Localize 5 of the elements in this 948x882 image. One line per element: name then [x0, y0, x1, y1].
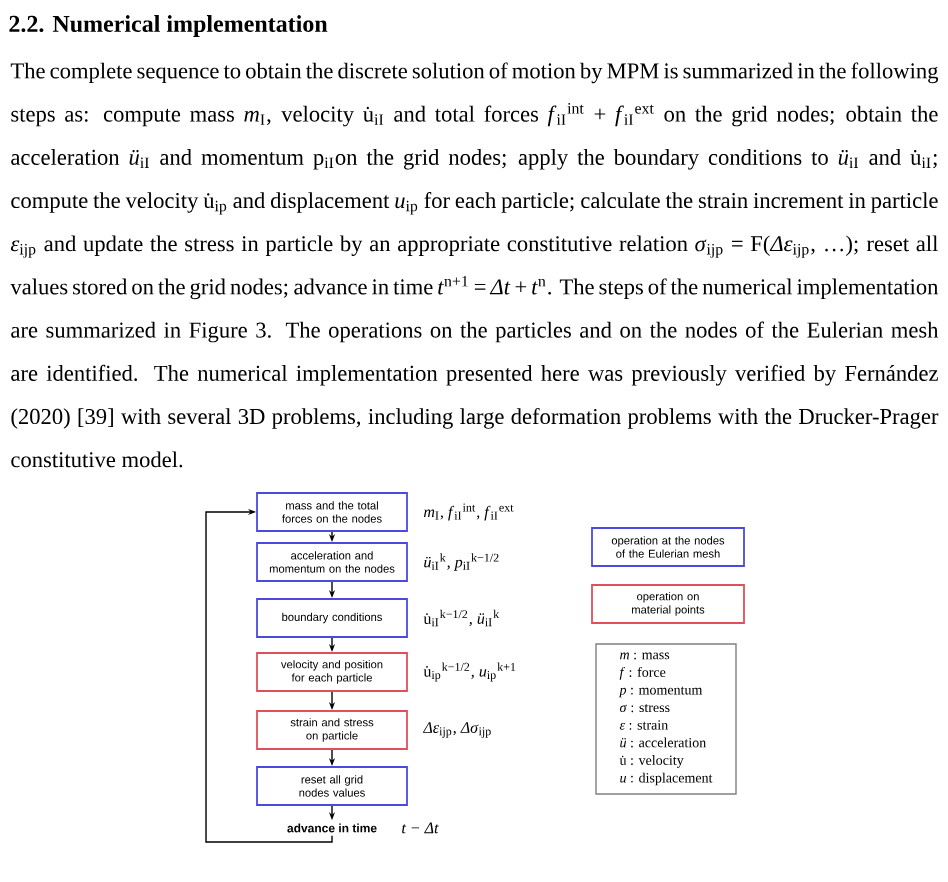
arrow: [205, 508, 333, 843]
paragraph: The complete sequence to obtain the discrete solution of motion by MPM is summarized in the following steps as: compute mass m$_{I}$, velocity u̇$_{iI}$ and total forces f$_{iI}$$^{int}$ + f$_{iI}$$^{ext}$ on the grid nodes; obtain the acceleration ü$_{iI}$ and momentum p$_{iI}$on the grid nodes; apply the boundary conditions to ü$_{iI}$ and u̇$_{iI}$; compute the velocity u̇$_{ip}$ and displacement u$_{ip}$ for each particle; calculate the strain increment in particle ε$_{ijp}$ and update the stress in particle by an appropriate constitutive relation σ$_{ijp}$ = F(Δε$_{ijp}$, …); reset all values stored on the grid nodes; advance in time t$^{n+1}$ = Δt + t$^{n}$. The steps of the numerical implementation are summarized in Figure 3. The operations on the particles and on the nodes of the Eulerian mesh are identified. The numerical implementation presented here was previously verified by Fernández (2020) [39] with several 3D problems, including large deformation problems with the Drucker-Prager constitutive model.: [10, 62, 939, 468]
section-heading: 2.2. Numerical implementation: [9, 15, 328, 37]
formula-label: Δε$_{ijp}$, Δσ$_{ijp}$: [422, 722, 491, 738]
formula-label: t − Δt: [402, 822, 439, 834]
